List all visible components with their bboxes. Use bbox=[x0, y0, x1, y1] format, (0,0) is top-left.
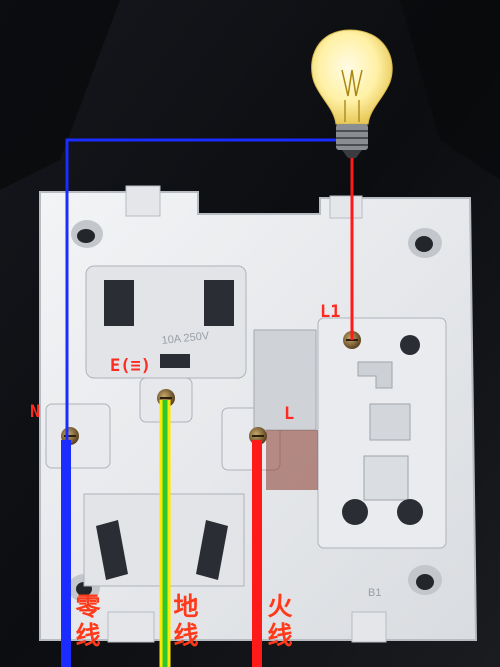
terminal-label-l1: L1 bbox=[320, 302, 341, 322]
terminal-label-e: E(≡) bbox=[110, 356, 151, 376]
label-neutral-wire: 零线 bbox=[75, 592, 101, 650]
pin-slot bbox=[104, 280, 134, 326]
mounting-hole bbox=[71, 220, 103, 248]
dark-fabric-shadow bbox=[0, 0, 120, 190]
top-tab bbox=[125, 185, 161, 217]
top-tab bbox=[329, 195, 363, 219]
label-live-wire: 火线 bbox=[267, 592, 293, 650]
terminal-label-l: L bbox=[284, 404, 295, 424]
switch-mechanism: B1 bbox=[253, 317, 447, 599]
bottom-tab bbox=[351, 611, 387, 643]
mounting-hole bbox=[408, 565, 442, 595]
terminal-label-n: N bbox=[30, 402, 41, 422]
two-pin-socket-block: 10A 250V bbox=[85, 265, 247, 379]
label-earth-wire: 地线 bbox=[173, 592, 199, 650]
mounting-hole bbox=[408, 228, 442, 258]
dark-fabric-shadow bbox=[400, 0, 500, 180]
corner-marking: B1 bbox=[368, 587, 381, 599]
rating-marking: 10A 250V bbox=[161, 330, 210, 347]
pin-slot bbox=[204, 280, 234, 326]
light-bulb-icon bbox=[311, 29, 393, 158]
pin-slot bbox=[96, 520, 128, 580]
bottom-tab bbox=[107, 611, 155, 643]
pin-slot bbox=[196, 520, 228, 580]
